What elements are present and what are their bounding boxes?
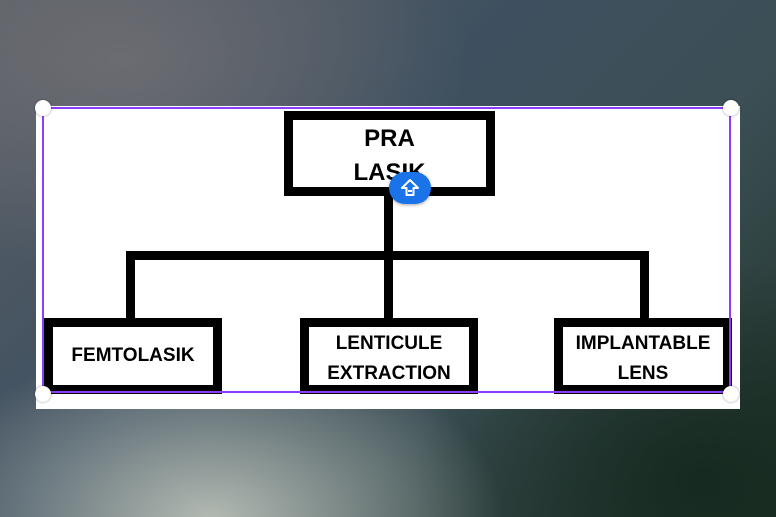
child-node-implantable-lens[interactable]: IMPLANTABLE LENS <box>554 318 732 394</box>
child-node-label: IMPLANTABLE LENS <box>575 333 711 384</box>
child-node-femtolasik[interactable]: FEMTOLASIK <box>44 318 222 394</box>
child-node-lenticule-extraction[interactable]: LENTICULE EXTRACTION <box>300 318 478 394</box>
connector-left-vertical <box>126 251 135 323</box>
resize-handle-top-right[interactable] <box>723 100 739 116</box>
move-up-arrow-icon <box>401 179 419 196</box>
resize-handle-top-left[interactable] <box>35 100 51 116</box>
child-node-label: FEMTOLASIK <box>71 345 195 366</box>
child-node-label: LENTICULE EXTRACTION <box>327 333 451 384</box>
connector-right-vertical <box>640 251 649 323</box>
resize-handle-bottom-left[interactable] <box>35 386 51 402</box>
move-button[interactable] <box>389 172 431 204</box>
connector-root-vertical <box>384 190 393 260</box>
resize-handle-bottom-right[interactable] <box>723 386 739 402</box>
connector-middle-vertical <box>384 251 393 323</box>
